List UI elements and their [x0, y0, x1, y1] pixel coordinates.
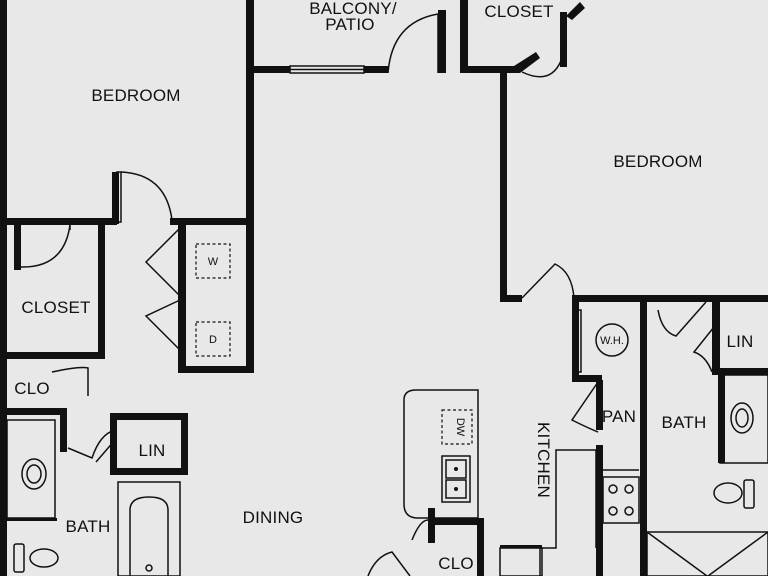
balcony-label-line2: PATIO — [325, 15, 375, 34]
lin-left-label: LIN — [138, 441, 165, 460]
fixtures-and-doors — [6, 13, 768, 576]
appliance-labels: W D W.H. DW — [208, 256, 624, 437]
kitchen-label: KITCHEN — [534, 422, 553, 498]
room-labels: BALCONY/ PATIO CLOSET BEDROOM BEDROOM CL… — [14, 0, 753, 573]
closet-left-label: CLOSET — [21, 298, 90, 317]
clo-bottom-label: CLO — [438, 554, 474, 573]
water-heater-label: W.H. — [600, 335, 624, 347]
bedroom-left-label: BEDROOM — [91, 86, 180, 105]
bedroom-right-label: BEDROOM — [613, 152, 702, 171]
pantry-label: PAN — [602, 407, 636, 426]
balcony-label-line1: BALCONY/ — [309, 0, 397, 18]
dishwasher-label: DW — [454, 418, 466, 437]
clo-left-label: CLO — [14, 379, 50, 398]
dryer-label: D — [209, 334, 217, 346]
lin-right-label: LIN — [726, 332, 753, 351]
closet-top-label: CLOSET — [484, 2, 553, 21]
bath-left-label: BATH — [66, 517, 111, 536]
washer-label: W — [208, 256, 219, 268]
bath-right-label: BATH — [662, 413, 707, 432]
dining-label: DINING — [243, 508, 304, 527]
